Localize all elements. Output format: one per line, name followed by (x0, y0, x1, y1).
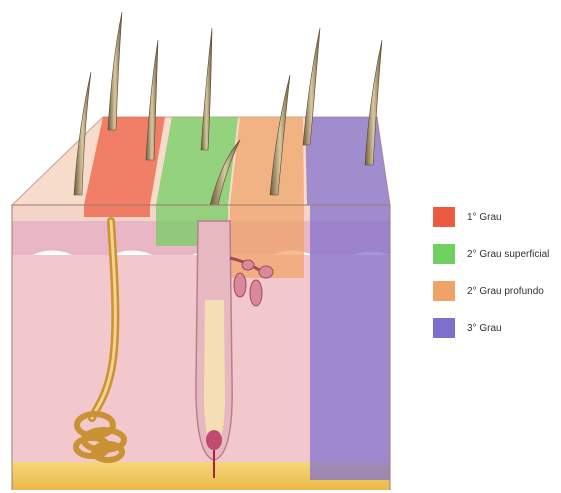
legend-swatch (433, 207, 455, 227)
legend-item-second-degree-deep: 2° Grau profundo (433, 280, 544, 302)
second-degree-deep-zone (230, 117, 304, 278)
legend-swatch (433, 318, 455, 338)
legend-swatch (433, 281, 455, 301)
legend-item-second-degree-superficial: 2° Grau superficial (433, 243, 549, 265)
legend-item-third-degree: 3° Grau (433, 317, 502, 339)
legend-label: 1° Grau (467, 212, 502, 223)
legend-item-first-degree: 1° Grau (433, 206, 502, 228)
legend-label: 2° Grau superficial (467, 249, 549, 260)
legend-swatch (433, 244, 455, 264)
legend-label: 2° Grau profundo (467, 286, 544, 297)
legend-label: 3° Grau (467, 323, 502, 334)
third-degree-zone (305, 117, 390, 480)
